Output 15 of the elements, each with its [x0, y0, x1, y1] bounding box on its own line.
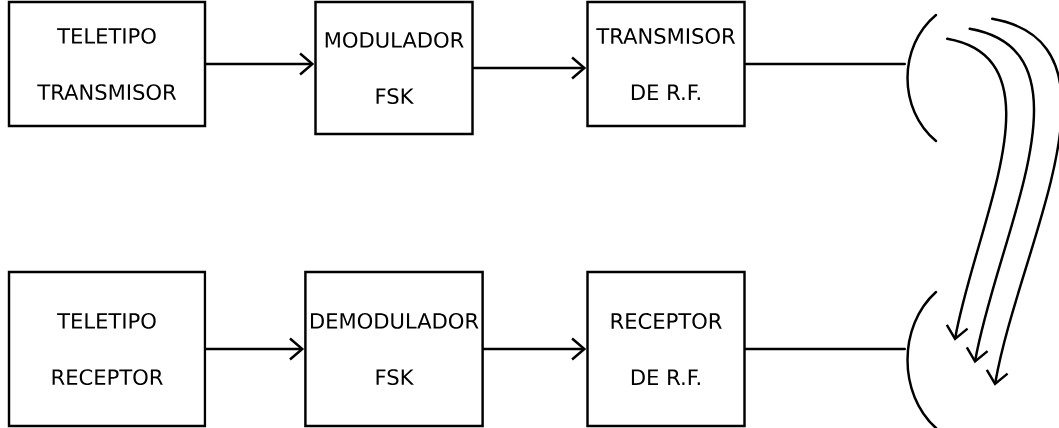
- wave-arrow: [965, 27, 1035, 364]
- process-box: TRANSMISOR DE R.F.: [586, 0, 746, 128]
- process-box: RECEPTOR DE R.F.: [586, 270, 746, 428]
- antenna-drawing: [906, 13, 938, 143]
- process-box: MODULADOR FSK: [314, 0, 474, 136]
- process-box: TELETIPO TRANSMISOR: [7, 0, 207, 128]
- wave-arrow: [985, 17, 1059, 386]
- process-box: DEMODULADOR FSK: [304, 270, 484, 428]
- process-box: TELETIPO RECEPTOR: [7, 270, 207, 428]
- arrow: [205, 52, 315, 76]
- arrow: [472, 56, 587, 80]
- wave-arrow: [945, 37, 1008, 341]
- arrow: [205, 337, 305, 361]
- arrow: [482, 337, 587, 361]
- antenna-drawing: [906, 290, 938, 428]
